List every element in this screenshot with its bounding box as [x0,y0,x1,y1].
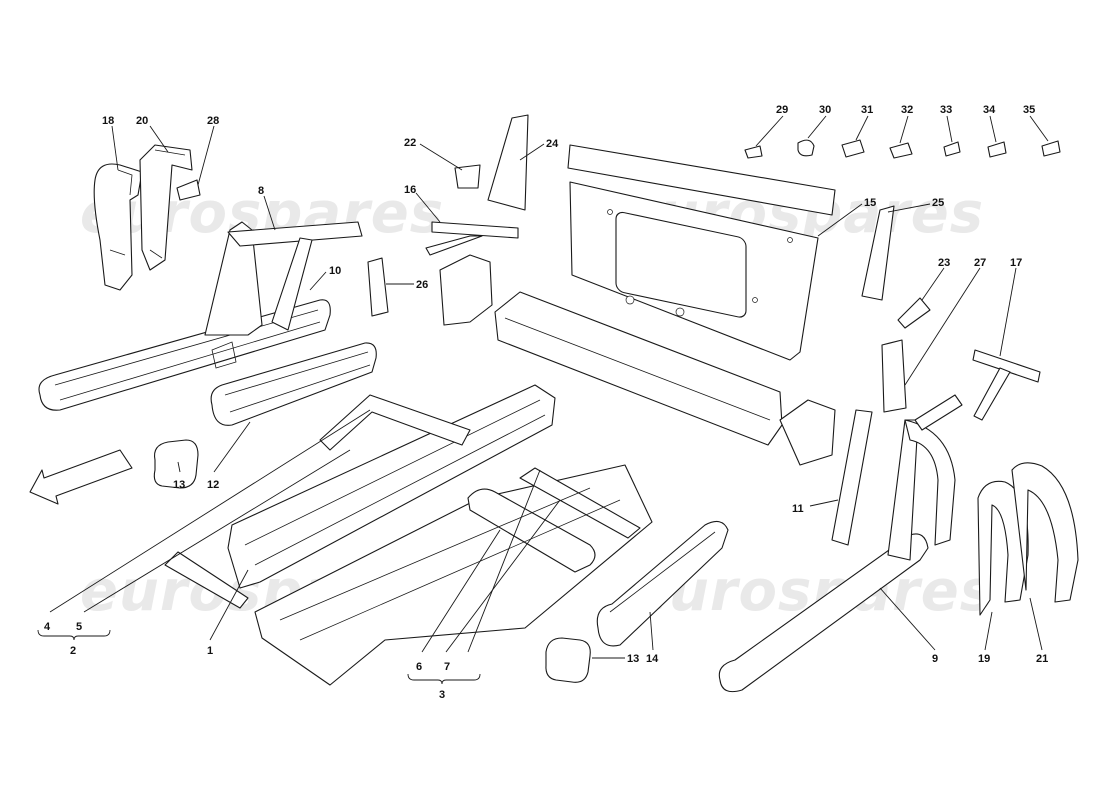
direction-arrow [29,449,133,505]
callout-11: 11 [792,503,804,515]
part-22-plate [454,164,481,189]
callout-18: 18 [102,115,114,127]
part-16-bar [425,221,519,256]
parts-group [29,114,1079,693]
part-14-sill [596,520,729,647]
part-24-gusset [487,114,529,211]
part-18-bracket [93,163,143,291]
part-21-arch [1011,462,1079,603]
part-33-fixing [943,141,961,157]
callout-25: 25 [932,197,944,209]
callout-13-lower: 13 [627,653,639,665]
callout-34: 34 [983,104,996,116]
callout-19: 19 [978,653,990,665]
part-13-sleeve-lower [545,637,591,683]
callout-6: 6 [416,661,422,673]
callout-10: 10 [329,265,341,277]
part-19-arch [977,480,1029,616]
part-12-sill [210,342,377,426]
part-30-fixing [797,139,815,157]
part-13-sleeve-upper [153,439,199,489]
callout-2: 2 [70,645,76,657]
part-end-bracket [779,399,836,466]
part-32-fixing [889,142,913,159]
part-9-frame-right [718,394,963,693]
part-17-bar [972,349,1041,421]
callout-29: 29 [776,104,788,116]
callout-24: 24 [546,138,559,150]
callout-15: 15 [864,197,876,209]
callout-20: 20 [136,115,148,127]
callout-14: 14 [646,653,659,665]
part-23-plate [897,297,931,329]
leader-lines [49,115,1049,659]
part-29-fixing [744,145,763,159]
part-8-10-frame-left [38,221,363,411]
callout-4: 4 [44,621,51,633]
callout-17: 17 [1010,257,1022,269]
callout-21: 21 [1036,653,1048,665]
callout-33: 33 [940,104,952,116]
callout-30: 30 [819,104,831,116]
callout-27: 27 [974,257,986,269]
callout-labels: 18 20 28 8 10 22 24 16 26 29 30 31 32 33… [44,104,1048,701]
callout-3: 3 [439,689,445,701]
part-28-plate [176,179,201,201]
callout-32: 32 [901,104,913,116]
callout-12: 12 [207,479,219,491]
part-3-floor [254,464,653,686]
callout-31: 31 [861,104,873,116]
part-20-bracket [139,144,193,271]
callout-7: 7 [444,661,450,673]
part-15-rear-panel [567,144,836,361]
callout-28: 28 [207,115,219,127]
part-34-fixing [987,141,1007,158]
group-braces [37,629,481,685]
part-11-post [831,409,873,546]
callout-13-upper: 13 [173,479,185,491]
part-25-gusset [861,205,895,301]
callout-22: 22 [404,137,416,149]
callout-5: 5 [76,621,82,633]
part-bracket-block [439,254,493,326]
part-31-fixing [841,139,865,158]
callout-23: 23 [938,257,950,269]
fixings-group [744,139,1061,159]
part-27-post [881,339,907,413]
callout-35: 35 [1023,104,1035,116]
part-4-5-rails [319,394,471,451]
part-26-post [367,257,389,317]
callout-1: 1 [207,645,213,657]
callout-26: 26 [416,279,428,291]
part-front-crossmember [164,551,249,609]
part-35-fixing [1041,140,1061,157]
callout-9: 9 [932,653,938,665]
part-1-tunnel [227,384,556,589]
callout-16: 16 [404,184,416,196]
callout-8: 8 [258,185,264,197]
